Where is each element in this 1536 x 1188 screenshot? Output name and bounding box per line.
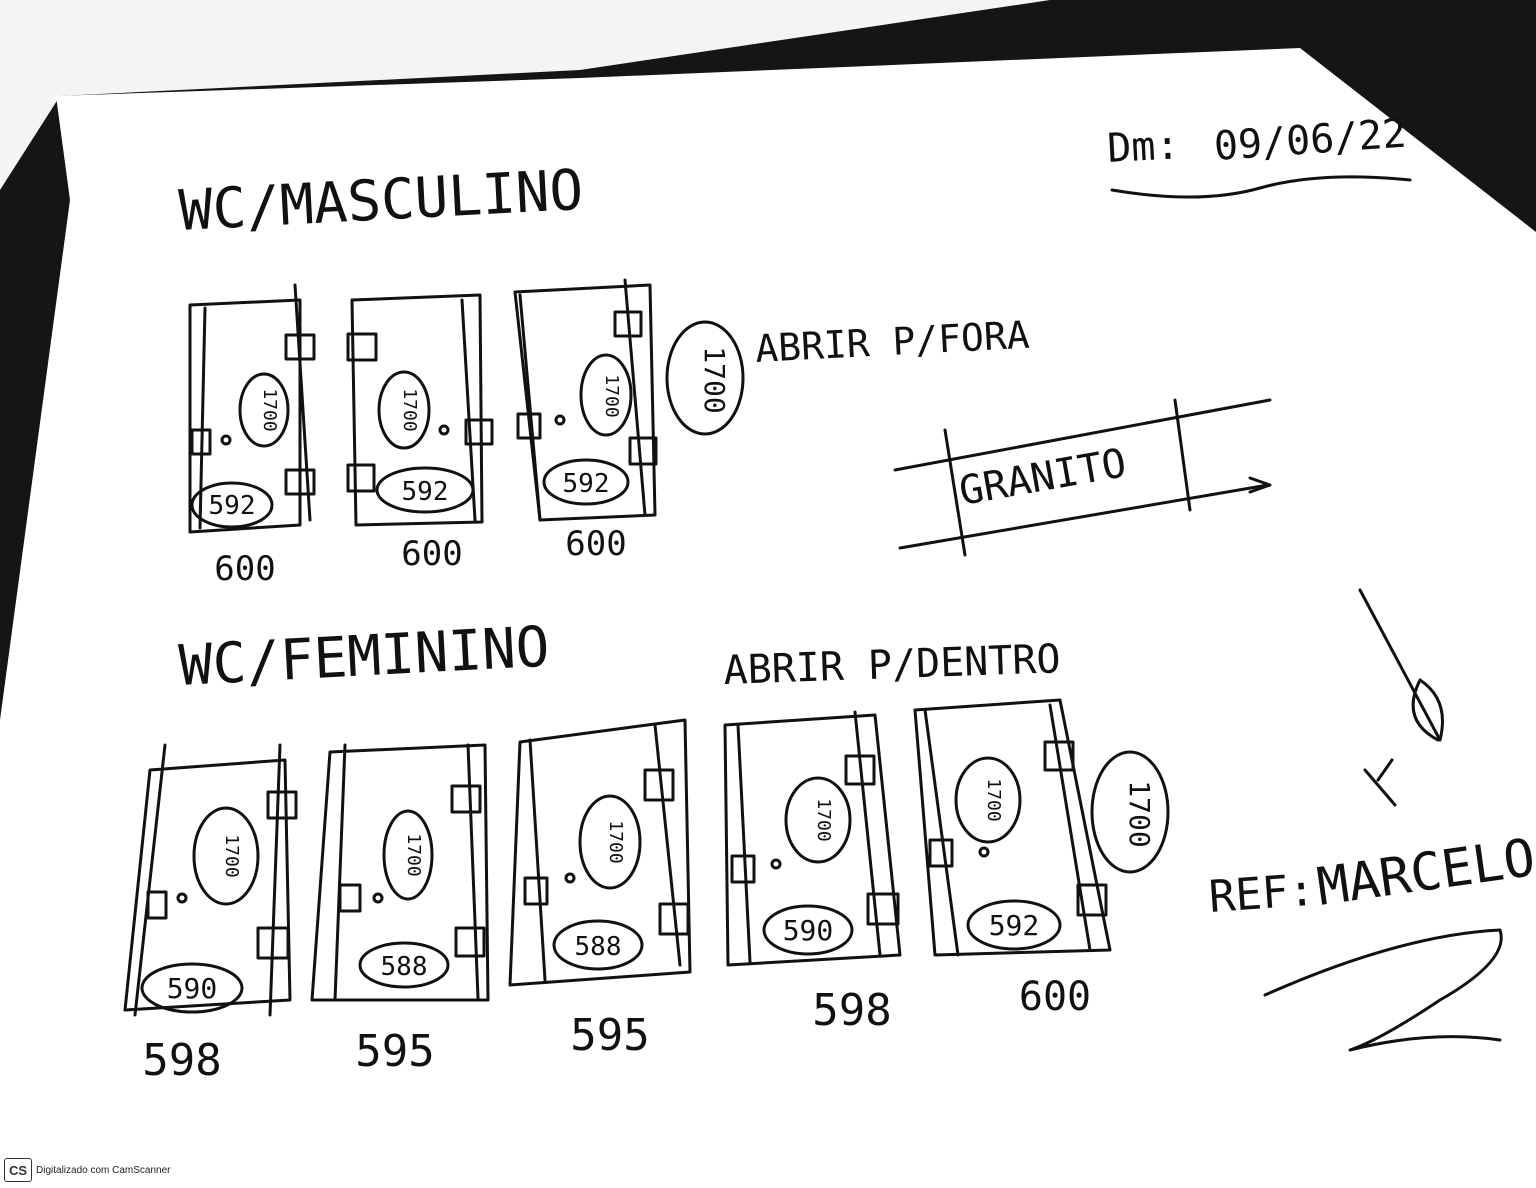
masc-inner-label-2: 1700 <box>399 388 420 431</box>
date-underline <box>1110 175 1412 199</box>
masc-side-ellipse <box>665 320 745 436</box>
masc-width-label-2: 600 <box>401 534 462 574</box>
scanner-watermark: CS Digitalizado com CamScanner <box>4 1158 171 1182</box>
signature-scribble-1 <box>1358 588 1444 742</box>
door-note-masculino: ABRIR P/FORA <box>754 313 1031 371</box>
masc-side-label: 1700 <box>698 346 731 413</box>
camscanner-logo-icon: CS <box>4 1158 32 1182</box>
masc-bottom-label-2: 592 <box>402 477 449 507</box>
fem-inner-label-5: 1700 <box>983 778 1004 821</box>
fem-stall-4 <box>723 710 902 967</box>
fem-bottom-label-5: 592 <box>989 909 1040 942</box>
fem-width-label-2: 595 <box>355 1026 434 1077</box>
signature-scribble-3 <box>1363 758 1397 807</box>
date-label: Dm: <box>1106 122 1181 172</box>
fem-side-label: 1700 <box>1123 780 1156 847</box>
masc-bottom-label-3: 592 <box>563 469 610 499</box>
fem-inner-label-1: 1700 <box>221 834 242 877</box>
fem-stall-3 <box>508 718 692 987</box>
fem-bottom-label-4: 590 <box>783 914 834 947</box>
fem-bottom-label-1: 590 <box>167 972 218 1005</box>
masc-inner-label-1: 1700 <box>259 388 280 431</box>
fem-bottom-label-2: 588 <box>381 952 428 982</box>
fem-inner-label-3: 1700 <box>605 820 626 863</box>
date-value: 09/06/22 <box>1212 111 1407 170</box>
fem-width-label-4: 598 <box>812 985 891 1036</box>
granito-strip <box>893 398 1272 557</box>
masc-bottom-label-1: 592 <box>209 491 256 521</box>
section-title-masculino: WC/MASCULINO <box>177 158 584 244</box>
masc-width-label-1: 600 <box>214 549 275 589</box>
fem-side-ellipse <box>1090 750 1170 874</box>
door-note-feminino: ABRIR P/DENTRO <box>723 636 1062 694</box>
fem-stall-2 <box>310 743 490 1002</box>
fem-inner-label-2: 1700 <box>403 833 424 876</box>
ref-name: MARCELO <box>1313 828 1536 918</box>
fem-width-label-1: 598 <box>142 1035 221 1086</box>
fem-width-label-5: 600 <box>1019 974 1091 1020</box>
section-title-feminino: WC/FEMININO <box>177 615 551 699</box>
ref-label: REF: <box>1207 865 1316 923</box>
fem-width-label-3: 595 <box>570 1010 649 1061</box>
watermark-text: Digitalizado com CamScanner <box>36 1164 171 1176</box>
masc-width-label-3: 600 <box>565 524 626 564</box>
granito-label: GRANITO <box>956 440 1130 515</box>
masc-inner-label-3: 1700 <box>601 374 622 417</box>
masc-stall-2 <box>346 293 494 527</box>
signature-scribble-2 <box>1263 928 1503 1052</box>
fem-bottom-label-3: 588 <box>575 932 622 962</box>
fem-stall-5 <box>913 698 1112 957</box>
masc-stall-3 <box>513 278 658 522</box>
fem-stall-1 <box>123 743 298 1017</box>
fem-inner-label-4: 1700 <box>813 798 834 841</box>
masc-stall-1 <box>188 283 316 534</box>
